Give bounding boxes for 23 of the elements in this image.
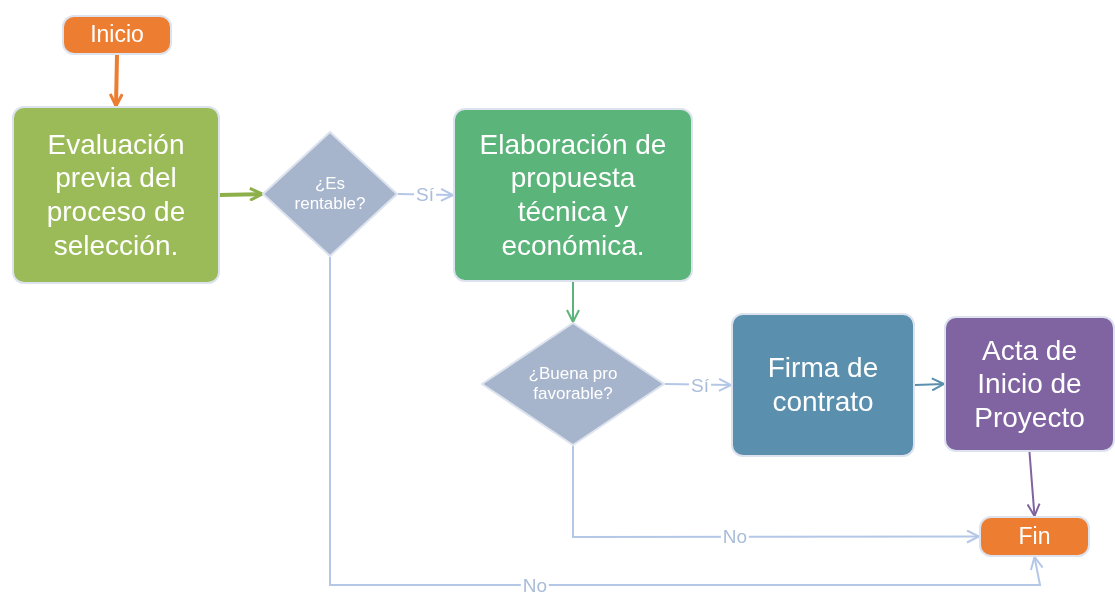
- node-text: Acta de Inicio de Proyecto: [973, 333, 1086, 435]
- arrow: [108, 54, 124, 108]
- arrow: [219, 186, 264, 202]
- node-text: Evaluación previa del proceso de selección.: [45, 127, 187, 263]
- arrow: [329, 256, 1044, 586]
- node-text: Elaboración de propuesta técnica y económica.: [478, 127, 668, 263]
- process-box: [944, 316, 1115, 452]
- process-box: [12, 106, 220, 284]
- decision-diamond: [481, 322, 665, 446]
- decision-diamond: [262, 131, 398, 257]
- start-box: [62, 15, 172, 55]
- node-text: Inicio: [90, 21, 144, 49]
- process-box: [731, 313, 915, 457]
- arrow: [572, 445, 980, 544]
- end-box: [979, 516, 1090, 557]
- node-text: ¿Buena pro favorable?: [527, 363, 619, 405]
- arrow: [566, 281, 580, 323]
- node-text: Fin: [1018, 522, 1051, 551]
- process-box: [453, 108, 693, 282]
- arrow: [914, 377, 945, 392]
- node-text: Firma de contrato: [766, 351, 880, 419]
- arrow: [1026, 451, 1041, 517]
- node-text: ¿Es rentable?: [293, 173, 367, 215]
